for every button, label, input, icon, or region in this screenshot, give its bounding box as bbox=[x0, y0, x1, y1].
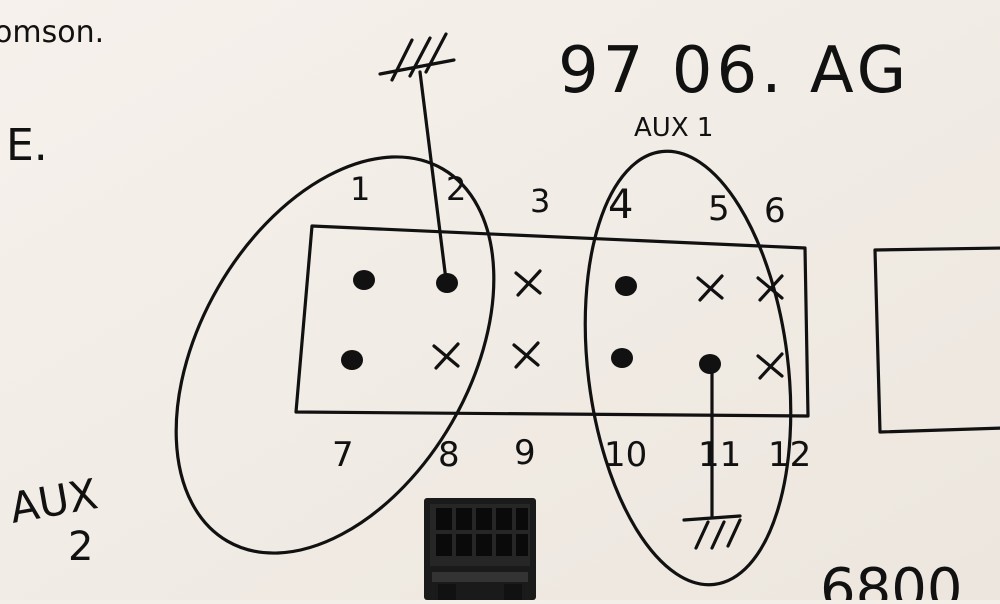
pin-number-7: 7 bbox=[332, 435, 354, 475]
pin-1-used-dot bbox=[353, 270, 375, 290]
pin-number-9: 9 bbox=[514, 433, 536, 473]
pin-8-unused-x bbox=[432, 342, 460, 370]
header-top-left-fragment: omson. bbox=[0, 15, 104, 50]
pin-4-used-dot bbox=[615, 276, 637, 296]
pin-9-unused-x bbox=[512, 341, 540, 369]
pin-number-10: 10 bbox=[604, 435, 647, 475]
pin-6-unused-x bbox=[756, 274, 784, 302]
bottom-right-fragment: 6800 bbox=[820, 557, 963, 600]
connector-outline bbox=[294, 224, 810, 418]
aux2-label-line2: 2 bbox=[68, 524, 93, 570]
aux2-group-ellipse bbox=[174, 155, 496, 555]
ground-wire-pin2 bbox=[418, 70, 448, 282]
adjacent-box-outline bbox=[873, 246, 1000, 434]
pin-number-11: 11 bbox=[698, 435, 741, 475]
pin-5-unused-x bbox=[696, 274, 724, 302]
pin-number-8: 8 bbox=[438, 435, 460, 475]
pin-12-unused-x bbox=[756, 352, 784, 380]
aux1-group-ellipse bbox=[583, 149, 793, 587]
pin-11-used-dot bbox=[699, 354, 721, 374]
pin-3-unused-x bbox=[514, 269, 542, 297]
pin-number-6: 6 bbox=[764, 191, 786, 231]
pin-number-1: 1 bbox=[350, 170, 370, 208]
pin-number-2: 2 bbox=[446, 170, 466, 208]
pin-number-5: 5 bbox=[708, 189, 730, 229]
pin-10-used-dot bbox=[611, 348, 633, 368]
pin-number-3: 3 bbox=[530, 182, 550, 220]
aux1-label: AUX 1 bbox=[634, 113, 713, 143]
pin-7-used-dot bbox=[341, 350, 363, 370]
pin-2-used-dot bbox=[436, 273, 458, 293]
pin-marks bbox=[341, 269, 784, 380]
pin-number-4: 4 bbox=[608, 182, 633, 228]
ground-icon-bottom bbox=[682, 514, 742, 550]
physical-connector-image bbox=[424, 498, 536, 600]
header-left-fragment: E. bbox=[6, 120, 48, 171]
ground-icon-top bbox=[378, 32, 456, 82]
reference-number: 97 06. AG bbox=[558, 34, 910, 108]
